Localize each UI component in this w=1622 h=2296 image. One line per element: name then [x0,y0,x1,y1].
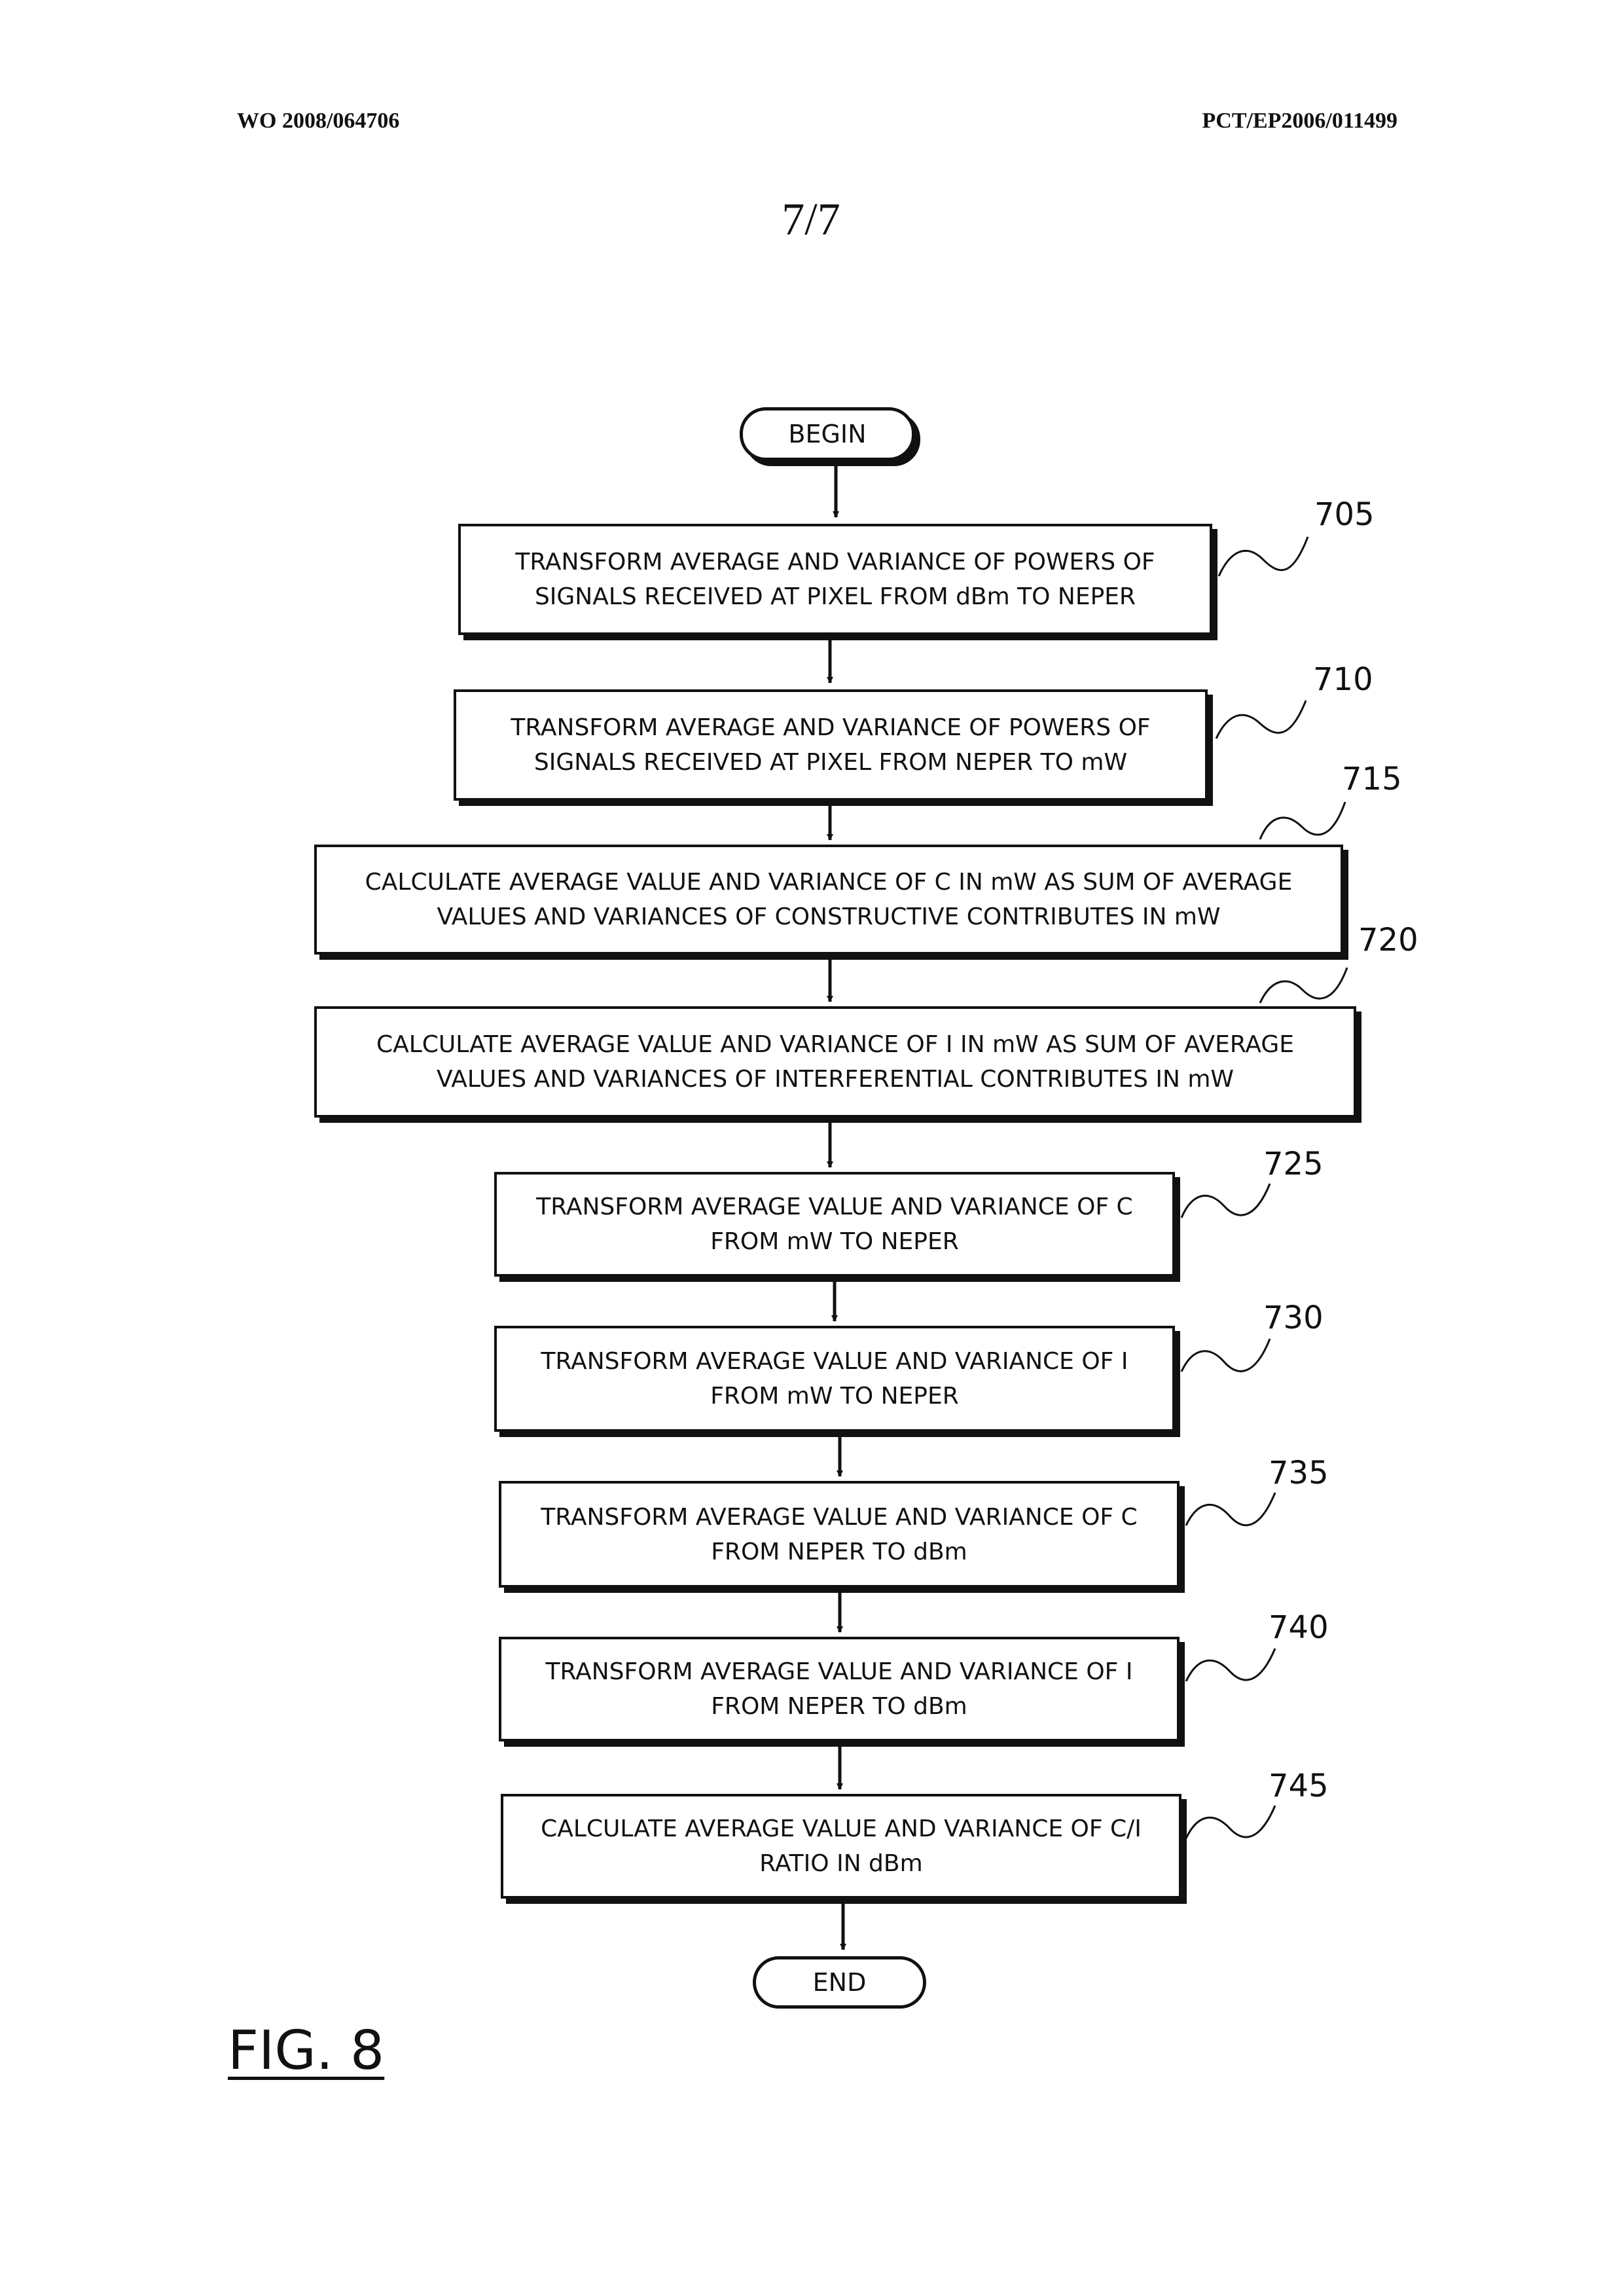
reference-numeral-730: 730 [1263,1300,1324,1336]
leader-730 [1181,1339,1270,1372]
step-text-720: CALCULATE AVERAGE VALUE AND VARIANCE OF … [376,1027,1294,1097]
step-text-710: TRANSFORM AVERAGE AND VARIANCE OF POWERS… [511,710,1150,780]
step-box-705: TRANSFORM AVERAGE AND VARIANCE OF POWERS… [458,524,1212,635]
leader-705 [1219,537,1308,576]
step-box-725: TRANSFORM AVERAGE VALUE AND VARIANCE OF … [494,1172,1175,1277]
step-box-730: TRANSFORM AVERAGE VALUE AND VARIANCE OF … [494,1326,1175,1432]
step-box-710: TRANSFORM AVERAGE AND VARIANCE OF POWERS… [454,689,1208,801]
step-text-725: TRANSFORM AVERAGE VALUE AND VARIANCE OF … [536,1190,1132,1259]
figure-label: FIG. 8 [228,2020,384,2082]
reference-numeral-705: 705 [1314,496,1375,533]
reference-numeral-710: 710 [1313,661,1373,698]
step-box-735: TRANSFORM AVERAGE VALUE AND VARIANCE OF … [499,1481,1180,1588]
reference-numeral-745: 745 [1269,1768,1329,1804]
step-text-730: TRANSFORM AVERAGE VALUE AND VARIANCE OF … [541,1344,1128,1413]
reference-numeral-740: 740 [1269,1609,1329,1646]
leader-745 [1186,1806,1275,1838]
step-box-740: TRANSFORM AVERAGE VALUE AND VARIANCE OF … [499,1637,1180,1741]
step-text-705: TRANSFORM AVERAGE AND VARIANCE OF POWERS… [515,545,1155,614]
leader-740 [1186,1649,1275,1681]
end-label: END [813,1968,867,1997]
reference-numeral-715: 715 [1342,761,1402,797]
step-text-715: CALCULATE AVERAGE VALUE AND VARIANCE OF … [365,865,1293,934]
reference-numeral-735: 735 [1269,1455,1329,1491]
step-box-715: CALCULATE AVERAGE VALUE AND VARIANCE OF … [314,845,1343,955]
step-text-740: TRANSFORM AVERAGE VALUE AND VARIANCE OF … [546,1654,1133,1724]
leader-715 [1260,802,1345,839]
begin-terminal: BEGIN [740,407,915,461]
leader-710 [1216,701,1306,738]
step-box-720: CALCULATE AVERAGE VALUE AND VARIANCE OF … [314,1006,1356,1118]
reference-numeral-725: 725 [1263,1146,1324,1182]
end-terminal: END [753,1956,926,2009]
step-text-745: CALCULATE AVERAGE VALUE AND VARIANCE OF … [541,1812,1142,1881]
reference-numeral-720: 720 [1358,922,1418,958]
step-text-735: TRANSFORM AVERAGE VALUE AND VARIANCE OF … [541,1500,1137,1569]
leader-735 [1186,1493,1275,1525]
begin-label: BEGIN [788,420,866,448]
step-box-745: CALCULATE AVERAGE VALUE AND VARIANCE OF … [501,1794,1181,1899]
leader-725 [1181,1184,1270,1218]
leader-720 [1260,968,1347,1003]
